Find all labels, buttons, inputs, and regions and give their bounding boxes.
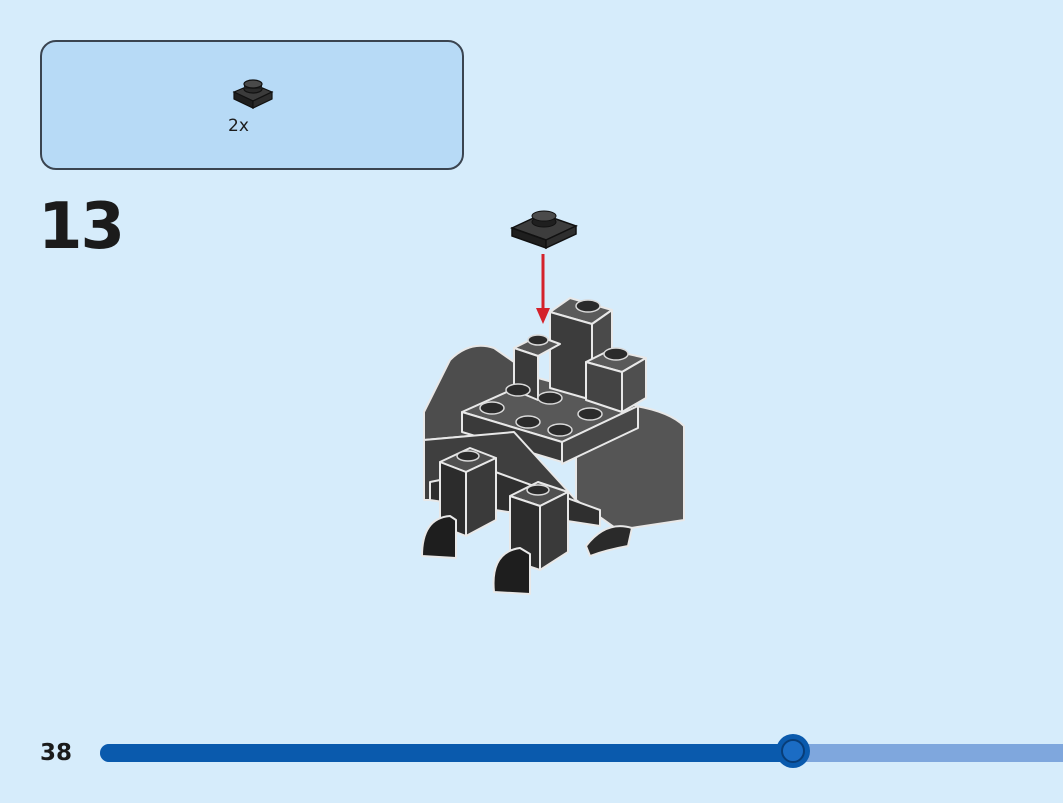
progress-bar [100, 734, 1063, 768]
progress-fill [100, 744, 794, 762]
page-number: 38 [40, 740, 73, 766]
parts-callout-box: 2x [40, 40, 464, 170]
black-1x1-round-plate-icon [232, 79, 274, 109]
step-number: 13 [38, 190, 125, 264]
incoming-plate-icon [510, 210, 578, 250]
gorilla-build-model-icon [421, 210, 685, 595]
red-placement-arrow-icon [536, 254, 550, 324]
part-quantity: 2x [228, 116, 249, 136]
progress-knob [776, 734, 811, 768]
